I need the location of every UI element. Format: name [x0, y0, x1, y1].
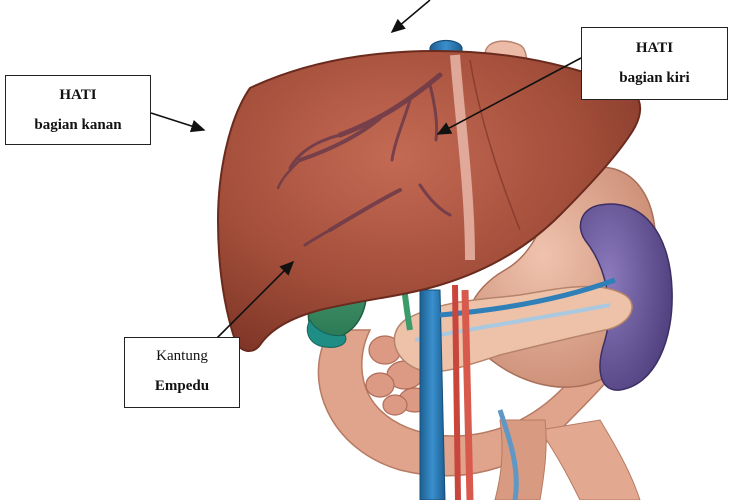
portal-vein-shape — [419, 289, 446, 500]
label-left-lobe-line1: HATI — [635, 40, 674, 56]
label-gallbladder: Kantung Empedu — [124, 337, 240, 408]
label-right-lobe: HATI bagian kanan — [5, 75, 151, 145]
label-gallbladder-line1: Kantung — [156, 348, 208, 364]
hepatic-artery — [452, 284, 461, 500]
label-right-lobe-line1: HATI — [59, 87, 97, 103]
arrow-gallbladder — [216, 260, 295, 339]
label-gallbladder-line2: Empedu — [154, 378, 210, 394]
label-left-lobe: HATI bagian kiri — [581, 27, 728, 100]
arrow-right-lobe — [150, 112, 206, 133]
label-left-lobe-line2: bagian kiri — [619, 70, 690, 86]
intestine-left-shape — [494, 419, 547, 500]
left-lobe-fissure — [469, 59, 521, 231]
liver-shape — [216, 50, 642, 352]
label-arrows — [150, 0, 582, 339]
falciform-ligament — [450, 54, 475, 261]
hepatic-vessels — [276, 72, 452, 247]
label-right-lobe-line2: bagian kanan — [34, 117, 122, 133]
gallbladder-tip — [306, 318, 347, 348]
intestine-lower-shape — [539, 419, 641, 500]
arrow-top — [390, 0, 431, 34]
splenic-vein — [439, 277, 616, 318]
arrow-left-lobe — [436, 57, 582, 135]
mesenteric-vessels — [497, 409, 519, 500]
aorta-lower — [461, 289, 474, 500]
